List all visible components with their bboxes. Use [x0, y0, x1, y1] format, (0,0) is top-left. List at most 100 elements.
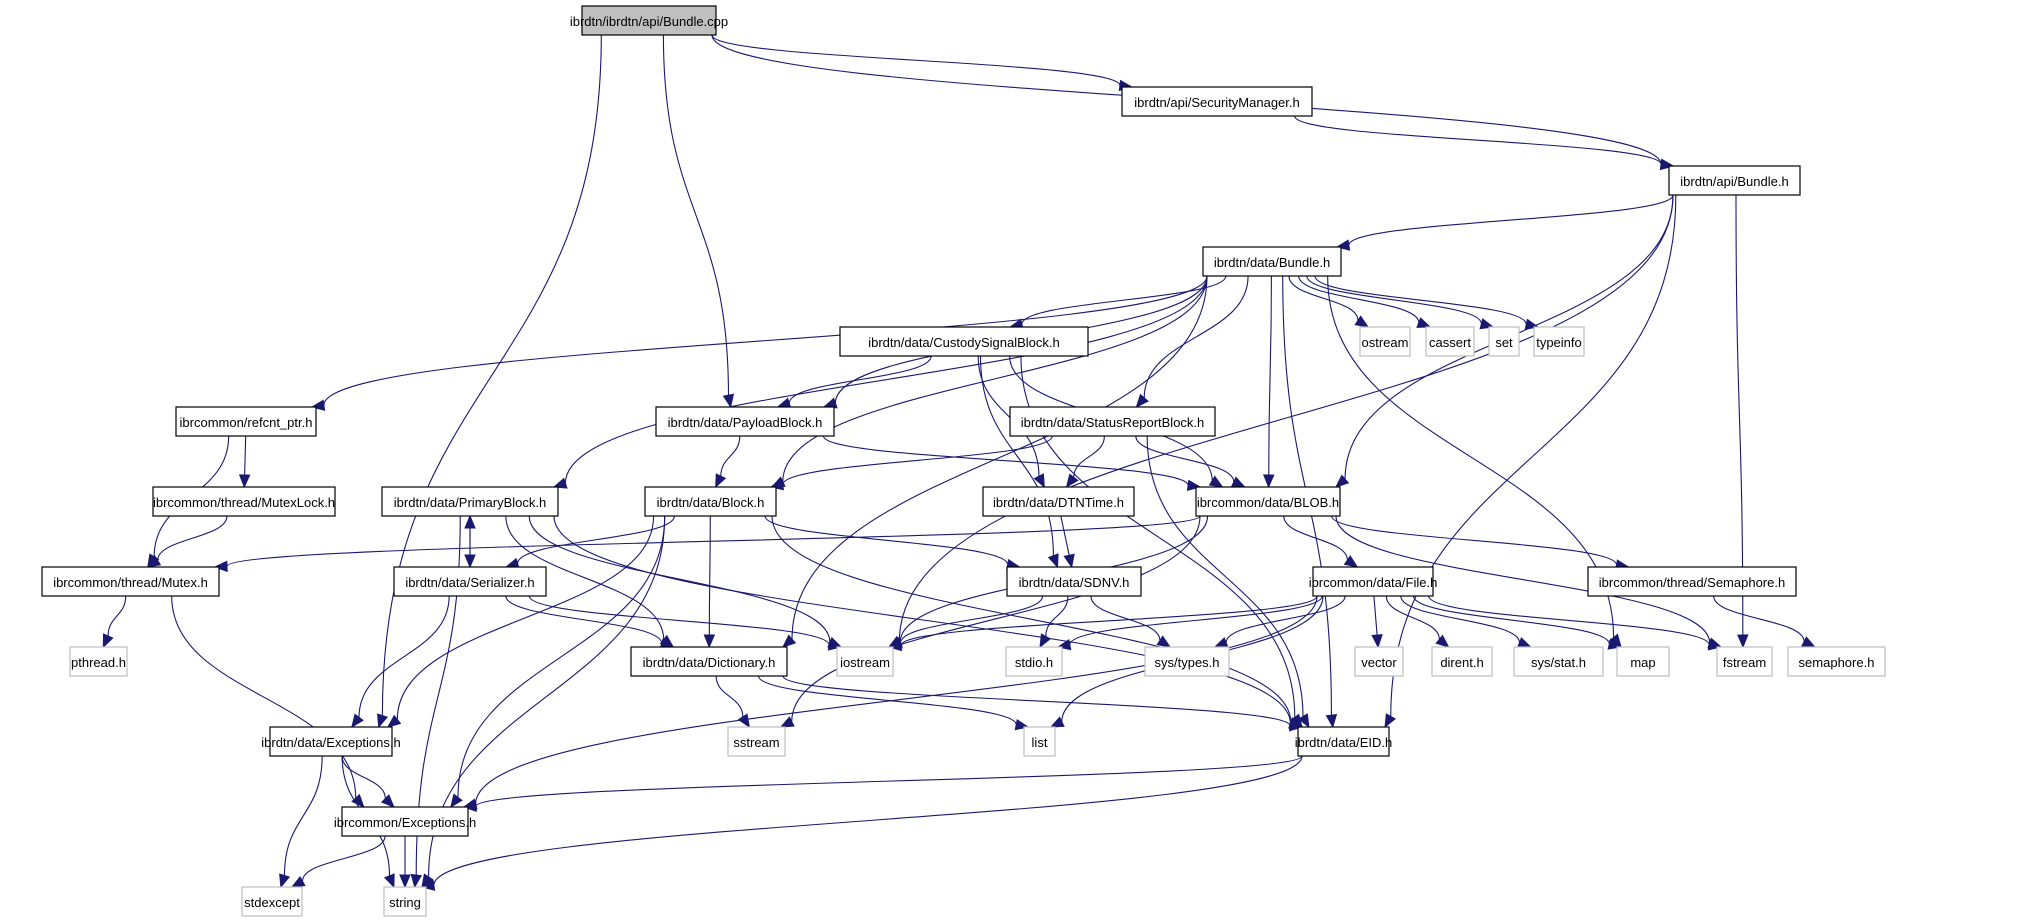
edge-data-bundle-to-primary-block [564, 275, 1208, 484]
node-box [581, 5, 717, 36]
edge-file-to-sys-stat [1400, 595, 1521, 643]
arrowhead-icon [552, 477, 568, 489]
node-set: set [1488, 326, 1520, 357]
edge-status-report-to-dtntime [1073, 435, 1105, 478]
node-data-bundle[interactable]: ibrdtn/data/Bundle.h [1202, 246, 1342, 277]
edge-block-to-serializer [517, 515, 675, 564]
arrowhead-icon [1335, 474, 1350, 488]
node-dictionary[interactable]: ibrdtn/data/Dictionary.h [630, 646, 788, 677]
node-payload-block[interactable]: ibrdtn/data/PayloadBlock.h [655, 406, 835, 437]
node-label: stdio.h [1015, 655, 1053, 670]
node-box [383, 886, 427, 917]
edge-bundle-cpp-to-security-manager [711, 34, 1121, 86]
edge-data-bundle-to-block [782, 275, 1208, 482]
node-block[interactable]: ibrdtn/data/Block.h [644, 486, 777, 517]
arrowhead-icon [1371, 634, 1383, 649]
node-dtntime[interactable]: ibrdtn/data/DTNTime.h [982, 486, 1135, 517]
node-label: dirent.h [1440, 655, 1483, 670]
edge-file-to-sys-types [1225, 595, 1346, 643]
arrowhead-icon [351, 793, 365, 808]
node-box [1533, 326, 1585, 357]
edge-custody-signal-to-dtntime [977, 355, 1040, 477]
node-box [1668, 165, 1801, 196]
node-label: ostream [1362, 335, 1409, 350]
node-refcnt-ptr[interactable]: ibrcommon/refcnt_ptr.h [175, 406, 317, 437]
node-label: ibrdtn/data/PayloadBlock.h [668, 415, 823, 430]
arrowhead-icon [279, 873, 291, 889]
node-label: ibrcommon/thread/MutexLock.h [153, 495, 335, 510]
arrowhead-icon [782, 634, 797, 648]
edge-block-to-eid [771, 515, 1292, 723]
node-api-bundle[interactable]: ibrdtn/api/Bundle.h [1668, 165, 1801, 196]
node-label: stdexcept [244, 895, 300, 910]
arrowhead-icon [238, 474, 251, 489]
node-mutex-lock[interactable]: ibrcommon/thread/MutexLock.h [152, 486, 336, 517]
node-label: iostream [840, 655, 890, 670]
node-blob[interactable]: ibrcommon/data/BLOB.h [1195, 486, 1341, 517]
edge-blob-to-file [1283, 515, 1348, 561]
arrowhead-icon [383, 873, 395, 889]
node-file[interactable]: ibrcommon/data/File.h [1309, 566, 1438, 597]
edge-eid-to-common-exceptions [475, 755, 1303, 807]
node-dtn-exceptions[interactable]: ibrdtn/data/Exceptions.h [261, 726, 401, 757]
node-box [1354, 646, 1404, 677]
arrowhead-icon [887, 639, 903, 652]
node-cassert: cassert [1425, 326, 1475, 357]
node-label: ibrdtn/data/StatusReportBlock.h [1021, 415, 1205, 430]
node-box [393, 566, 547, 597]
node-mutex[interactable]: ibrcommon/thread/Mutex.h [41, 566, 220, 597]
edge-data-bundle-to-blob [1268, 275, 1272, 476]
node-typeinfo: typeinfo [1533, 326, 1585, 357]
node-box [175, 406, 317, 437]
edge-mutex-lock-to-mutex [157, 515, 228, 561]
edge-file-to-stdio [1069, 595, 1323, 645]
node-box [1616, 646, 1670, 677]
node-custody-signal[interactable]: ibrdtn/data/CustodySignalBlock.h [839, 326, 1089, 357]
node-box [1009, 406, 1216, 437]
node-label: ibrdtn/ibrdtn/api/Bundle.cpp [570, 14, 728, 29]
node-label: fstream [1723, 655, 1766, 670]
arrowhead-icon [1343, 555, 1359, 568]
node-sys-types: sys/types.h [1144, 646, 1230, 677]
edge-eid-to-string [433, 755, 1303, 886]
arrowhead-icon [1384, 713, 1397, 729]
node-sdnv[interactable]: ibrdtn/data/SDNV.h [1006, 566, 1142, 597]
edge-blob-to-fstream [1335, 515, 1711, 644]
node-map: map [1616, 646, 1670, 677]
arrowhead-icon [1065, 473, 1079, 489]
node-serializer[interactable]: ibrdtn/data/Serializer.h [393, 566, 547, 597]
edge-security-manager-to-api-bundle [1294, 115, 1662, 165]
node-box [982, 486, 1135, 517]
edge-data-bundle-to-cassert [1298, 275, 1420, 323]
node-semaphore-sys: semaphore.h [1787, 646, 1886, 677]
arrowhead-icon [1354, 315, 1370, 328]
arrowhead-icon [1186, 479, 1202, 492]
arrowhead-icon [1156, 635, 1172, 648]
node-label: ibrdtn/data/PrimaryBlock.h [394, 495, 546, 510]
node-primary-block[interactable]: ibrdtn/data/PrimaryBlock.h [381, 486, 559, 517]
node-label: vector [1361, 655, 1397, 670]
arrowhead-icon [722, 393, 735, 409]
node-box [1787, 646, 1886, 677]
arrowhead-icon [410, 873, 422, 889]
edge-custody-signal-to-sdnv [979, 355, 1054, 556]
arrowhead-icon [1288, 720, 1304, 732]
node-status-report[interactable]: ibrdtn/data/StatusReportBlock.h [1009, 406, 1216, 437]
edge-custody-signal-to-payload-block [788, 355, 932, 404]
arrowhead-icon [102, 633, 114, 649]
arrowhead-icon [1479, 318, 1495, 330]
arrowhead-icon [462, 800, 477, 812]
node-bundle-cpp[interactable]: ibrdtn/ibrdtn/api/Bundle.cpp [570, 5, 728, 36]
arrowhead-icon [1325, 713, 1338, 729]
node-eid[interactable]: ibrdtn/data/EID.h [1295, 726, 1393, 757]
edge-blob-to-sstream [791, 515, 1201, 722]
node-box [1359, 326, 1411, 357]
node-common-exceptions[interactable]: ibrcommon/Exceptions.h [334, 806, 476, 837]
edge-primary-block-to-eid [553, 515, 1291, 724]
nodes-layer: ibrdtn/ibrdtn/api/Bundle.cpp ibrdtn/api/S… [41, 5, 1886, 917]
edge-mutex-to-common-exceptions [171, 595, 357, 799]
node-security-manager[interactable]: ibrdtn/api/SecurityManager.h [1121, 86, 1313, 117]
edge-file-to-vector [1373, 595, 1378, 636]
node-semaphore-h[interactable]: ibrcommon/thread/Semaphore.h [1587, 566, 1797, 597]
node-box [644, 486, 777, 517]
